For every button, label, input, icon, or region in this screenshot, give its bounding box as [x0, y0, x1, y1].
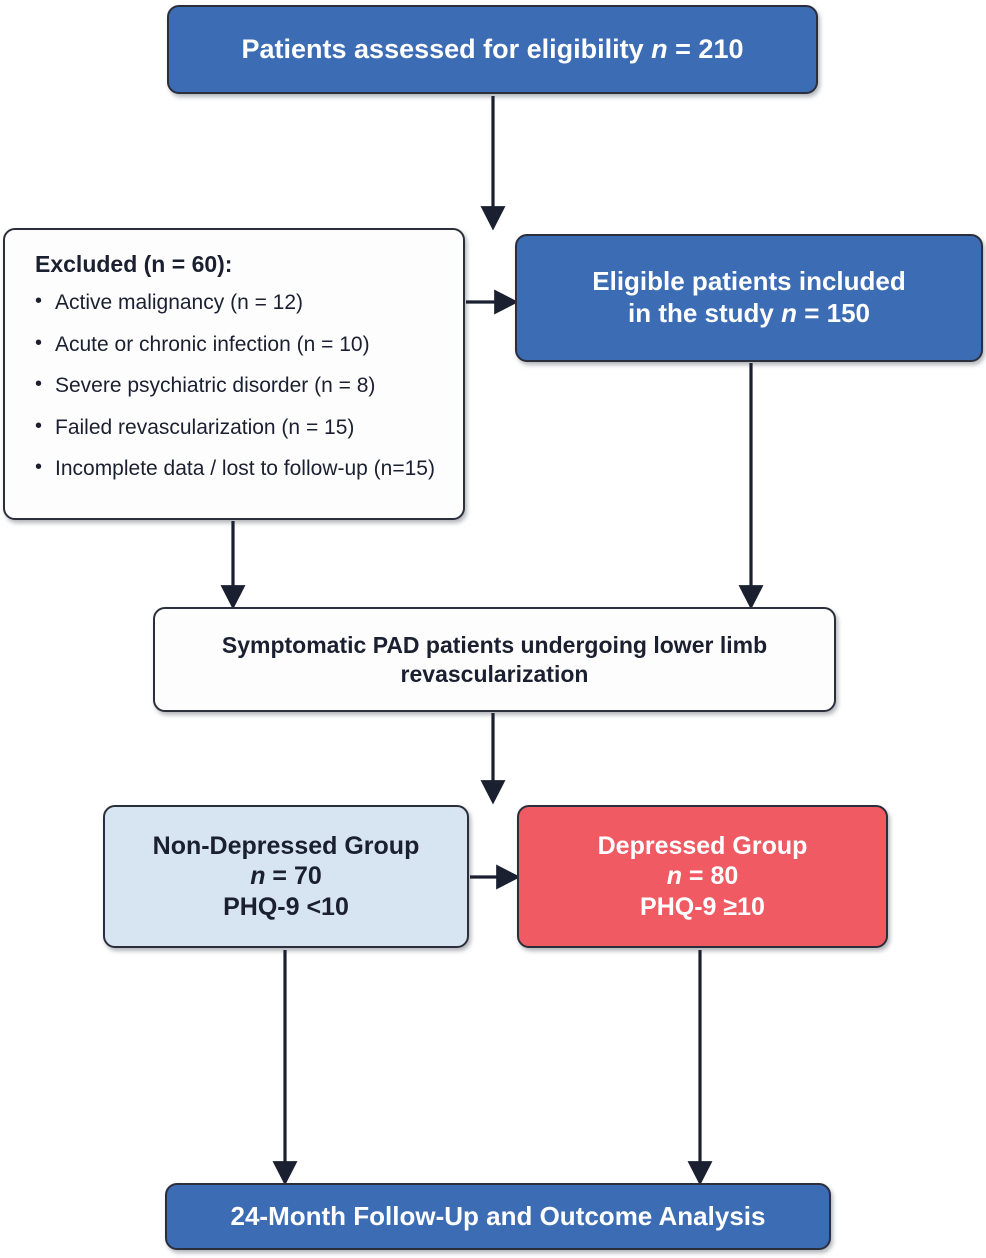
- assessed-n-value: = 210: [667, 34, 744, 65]
- depressed-n-value: = 80: [681, 862, 739, 891]
- excluded-reason-list: Active malignancy (n = 12) Acute or chro…: [35, 289, 441, 482]
- node-followup-analysis[interactable]: 24-Month Follow-Up and Outcome Analysis: [165, 1183, 831, 1250]
- list-item: Incomplete data / lost to follow-up (n=1…: [35, 455, 441, 482]
- non-depressed-phq9: PHQ-9 <10: [223, 892, 349, 921]
- node-non-depressed-group[interactable]: Non-Depressed Group n = 70 PHQ-9 <10: [103, 805, 469, 948]
- depressed-line1: Depressed Group: [597, 831, 808, 860]
- excluded-title: Excluded (n = 60):: [35, 251, 233, 277]
- node-symptomatic-pad[interactable]: Symptomatic PAD patients undergoing lowe…: [153, 607, 836, 712]
- node-followup-analysis-text: 24-Month Follow-Up and Outcome Analysis: [230, 1200, 766, 1231]
- non-depressed-n-value: = 70: [265, 862, 322, 891]
- depressed-phq9: PHQ-9 ≥10: [640, 892, 765, 921]
- node-patients-assessed-text: Patients assessed for eligibility n = 21…: [169, 33, 816, 66]
- node-symptomatic-pad-text: Symptomatic PAD patients undergoing lowe…: [221, 632, 768, 687]
- depressed-n-symbol: n: [666, 862, 682, 891]
- node-eligible-patients[interactable]: Eligible patients included in the study …: [515, 234, 983, 362]
- eligible-n-symbol: n: [781, 298, 797, 328]
- eligible-line1: Eligible patients included: [592, 266, 906, 297]
- assessed-label: Patients assessed for eligibility: [241, 34, 652, 65]
- node-non-depressed-group-text: Non-Depressed Group n = 70 PHQ-9 <10: [105, 831, 467, 923]
- non-depressed-line1: Non-Depressed Group: [152, 831, 420, 860]
- eligible-line2: in the study: [627, 298, 782, 328]
- non-depressed-n-symbol: n: [250, 862, 266, 891]
- list-item: Severe psychiatric disorder (n = 8): [35, 372, 441, 399]
- node-depressed-group[interactable]: Depressed Group n = 80 PHQ-9 ≥10: [517, 805, 888, 948]
- node-depressed-group-text: Depressed Group n = 80 PHQ-9 ≥10: [519, 831, 886, 923]
- node-eligible-patients-text: Eligible patients included in the study …: [517, 266, 981, 329]
- list-item: Failed revascularization (n = 15): [35, 414, 441, 441]
- eligible-n-value: = 150: [797, 298, 871, 328]
- node-patients-assessed[interactable]: Patients assessed for eligibility n = 21…: [167, 5, 818, 94]
- list-item: Active malignancy (n = 12): [35, 289, 441, 316]
- list-item: Acute or chronic infection (n = 10): [35, 331, 441, 358]
- assessed-n-symbol: n: [651, 34, 668, 65]
- node-excluded[interactable]: Excluded (n = 60): Active malignancy (n …: [3, 228, 465, 520]
